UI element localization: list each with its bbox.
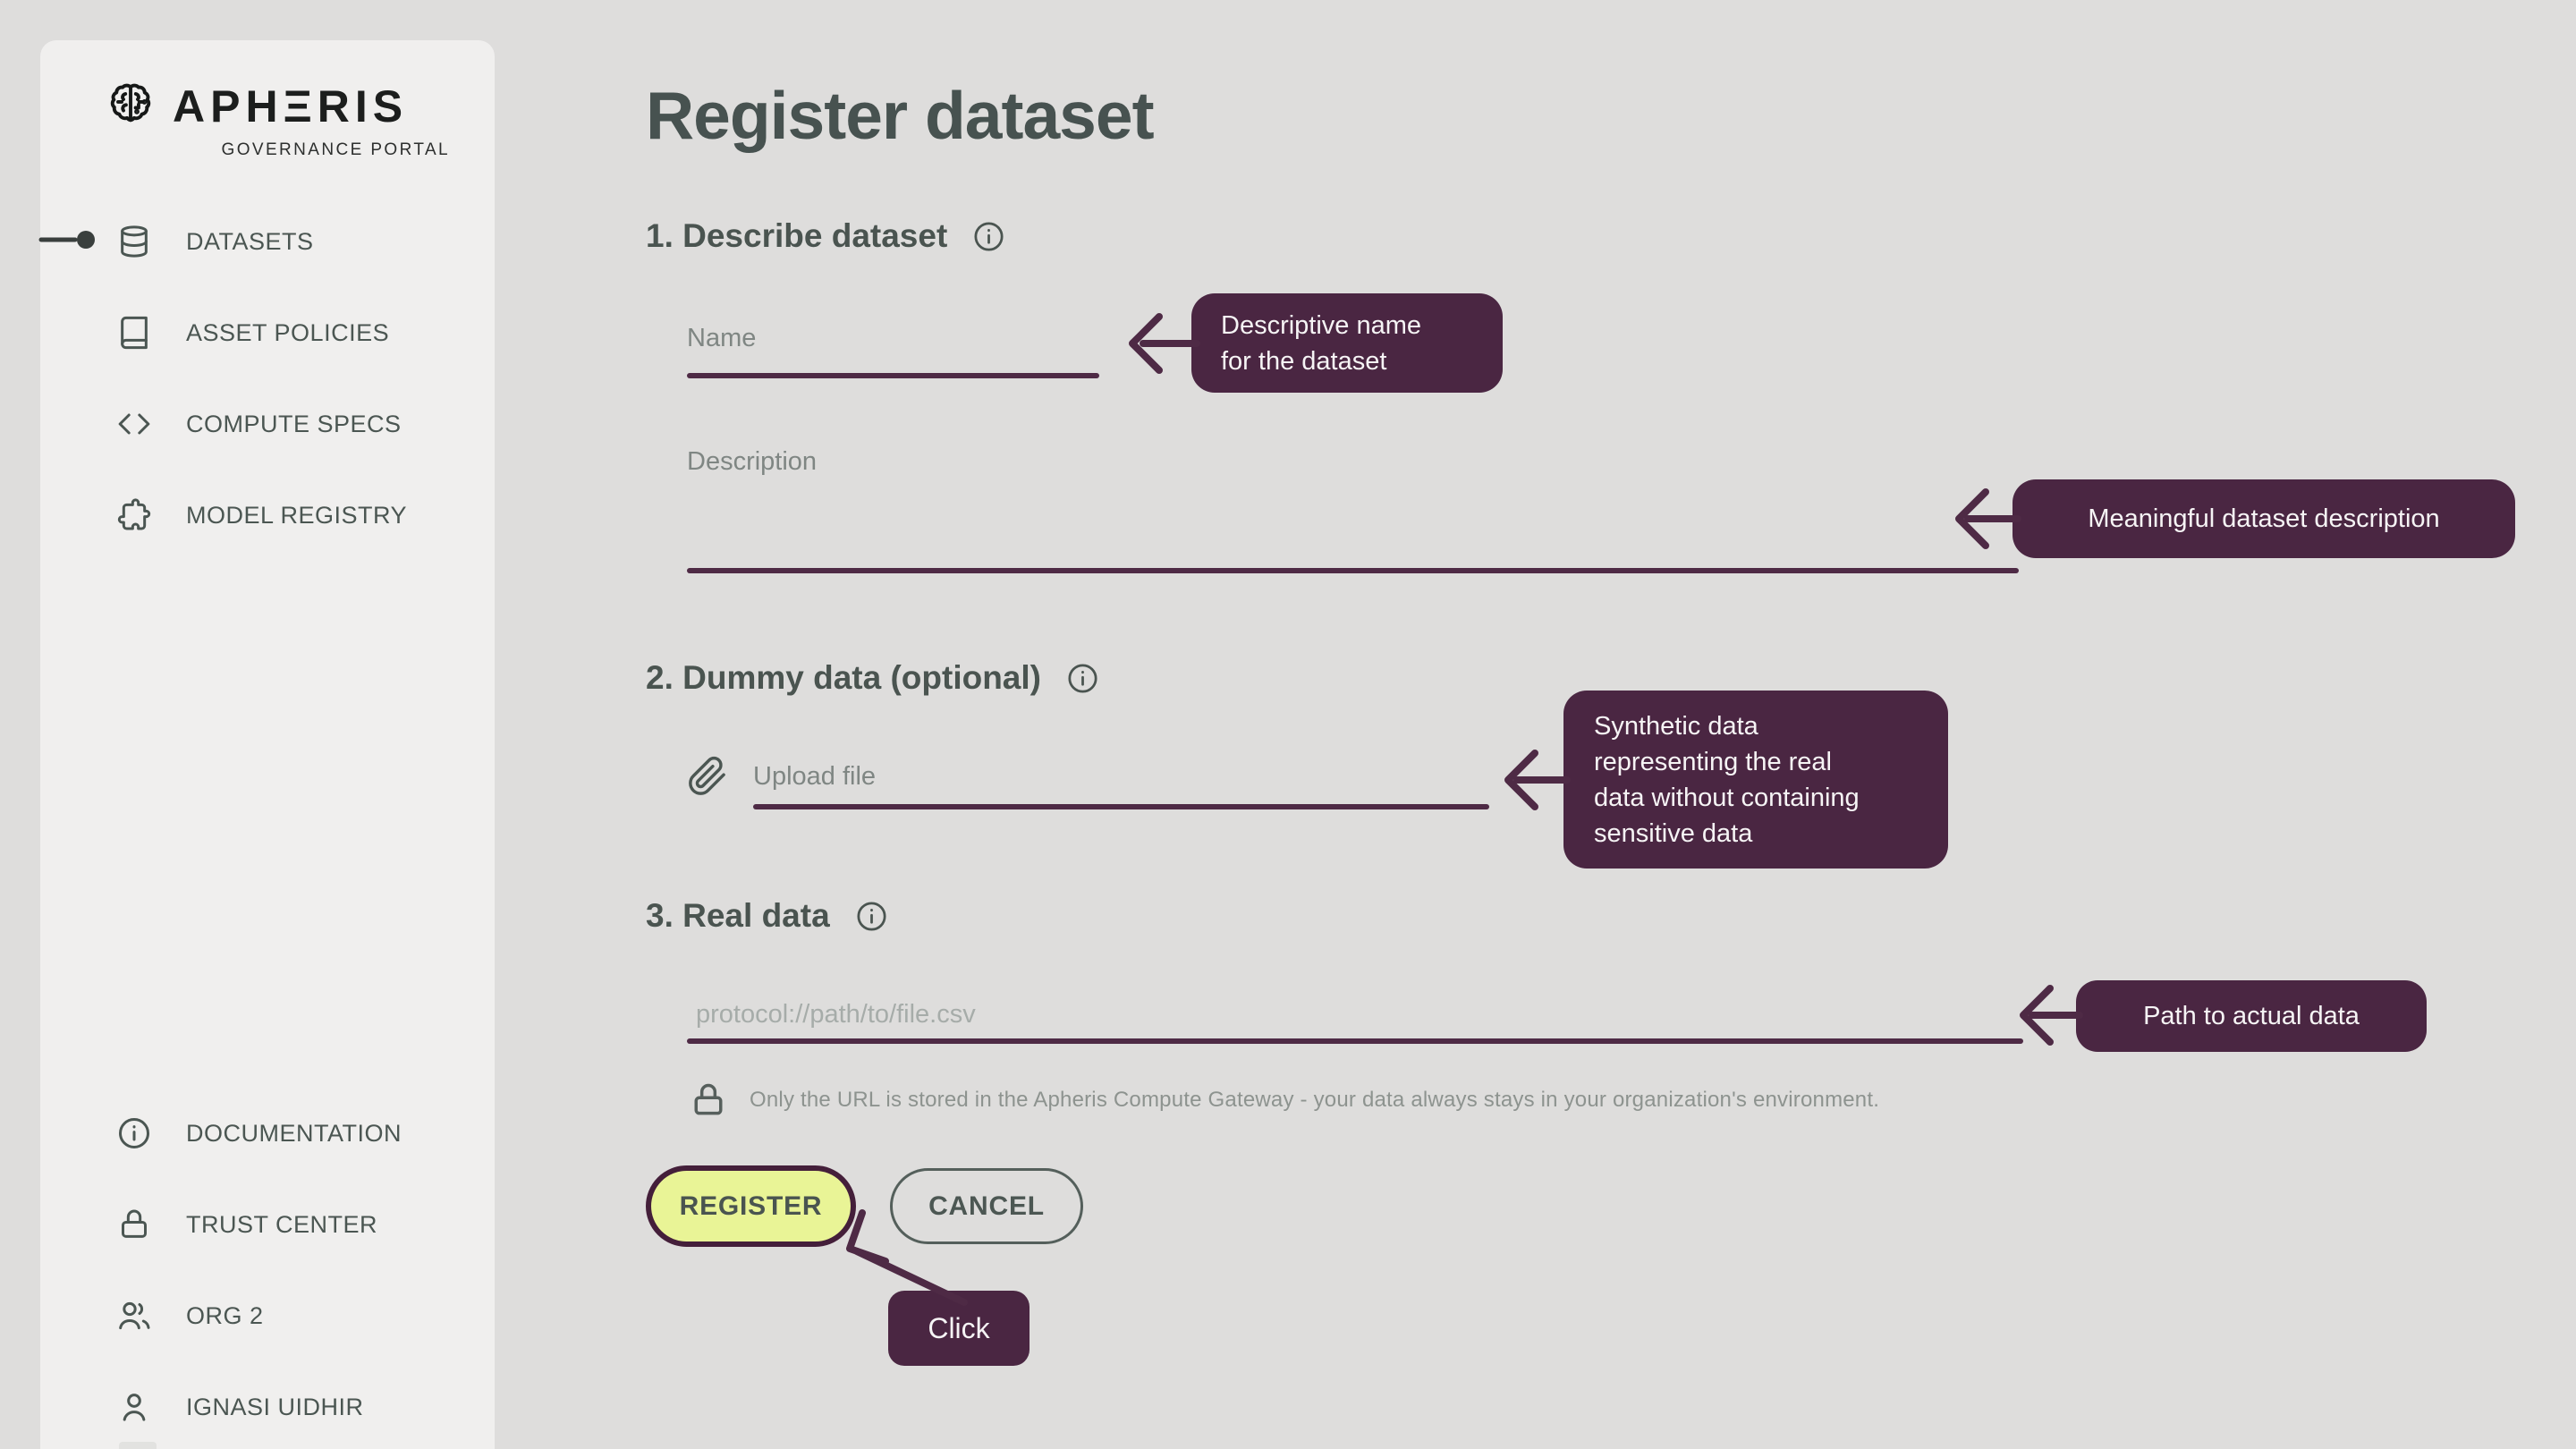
name-field-underline[interactable] (687, 373, 1099, 378)
real-data-url-input[interactable] (687, 989, 2011, 1039)
real-data-underline (687, 1038, 2023, 1044)
privacy-note-text: Only the URL is stored in the Apheris Co… (750, 1088, 1880, 1112)
arrow-to-real-data-field (2020, 985, 2083, 1046)
callout-click: Click (888, 1291, 1030, 1366)
name-field-label: Name (687, 324, 757, 352)
section-heading: 3. Real data (646, 897, 830, 934)
sidebar-item-label: ORG 2 (186, 1301, 264, 1329)
book-icon (121, 316, 148, 350)
arrow-to-upload-field (1504, 750, 1571, 810)
sidebar-item-partial (119, 1442, 157, 1449)
sidebar-item-compute-specs[interactable]: COMPUTE SPECS (116, 404, 402, 444)
database-icon (121, 225, 148, 258)
callout-real-data: Path to actual data (2076, 980, 2427, 1052)
lock-icon (122, 1209, 147, 1238)
callout-name: Descriptive name for the dataset (1191, 293, 1503, 393)
section-describe-dataset: 1. Describe dataset (646, 217, 1005, 255)
brand-logo[interactable]: APHΞRIS (103, 80, 408, 132)
sidebar-item-datasets[interactable]: DATASETS (116, 222, 314, 261)
section-real-data: 3. Real data (646, 897, 888, 935)
upload-file-label[interactable]: Upload file (753, 762, 877, 791)
privacy-note: Only the URL is stored in the Apheris Co… (689, 1080, 1879, 1120)
sidebar: APHΞRIS GOVERNANCE PORTAL DATASETS ASSET… (40, 40, 495, 1449)
callout-dummy-data: Synthetic data representing the real dat… (1563, 691, 1948, 869)
brain-logo-icon (110, 83, 151, 123)
code-icon (118, 413, 150, 435)
sidebar-item-label: MODEL REGISTRY (186, 501, 408, 529)
paperclip-icon[interactable] (687, 756, 728, 797)
upload-field-underline[interactable] (753, 804, 1489, 809)
cancel-button[interactable]: CANCEL (890, 1168, 1083, 1244)
user-icon (123, 1394, 146, 1421)
arrow-to-name-field (1129, 313, 1200, 374)
brand-tagline: GOVERNANCE PORTAL (221, 140, 450, 159)
sidebar-item-trust-center[interactable]: TRUST CENTER (116, 1205, 377, 1244)
page-title: Register dataset (646, 78, 1155, 153)
sidebar-item-label: DOCUMENTATION (186, 1119, 402, 1147)
sidebar-item-model-registry[interactable]: MODEL REGISTRY (116, 496, 407, 535)
register-button[interactable]: REGISTER (646, 1165, 856, 1247)
section-heading: 1. Describe dataset (646, 217, 948, 254)
sidebar-item-asset-policies[interactable]: ASSET POLICIES (116, 313, 389, 352)
callout-description: Meaningful dataset description (2012, 479, 2515, 558)
sidebar-item-label: DATASETS (186, 227, 314, 255)
description-field-underline[interactable] (687, 568, 2019, 573)
sidebar-item-label: ASSET POLICIES (186, 318, 390, 346)
users-icon (119, 1301, 150, 1330)
brand-wordmark: APHΞRIS (173, 81, 409, 131)
section-heading: 2. Dummy data (optional) (646, 659, 1041, 696)
info-icon[interactable] (972, 220, 1005, 253)
description-field-label: Description (687, 447, 818, 476)
lock-icon (694, 1083, 723, 1115)
info-circle-icon (118, 1117, 150, 1149)
section-dummy-data: 2. Dummy data (optional) (646, 659, 1099, 697)
info-icon[interactable] (1066, 662, 1099, 695)
sidebar-item-label: COMPUTE SPECS (186, 410, 402, 437)
sidebar-item-org[interactable]: ORG 2 (116, 1296, 264, 1335)
sidebar-item-documentation[interactable]: DOCUMENTATION (116, 1114, 402, 1153)
sidebar-item-label: IGNASI UIDHIR (186, 1393, 364, 1420)
sidebar-item-label: TRUST CENTER (186, 1210, 378, 1238)
sidebar-item-user[interactable]: IGNASI UIDHIR (116, 1387, 364, 1427)
arrow-to-description-field (1955, 488, 2021, 549)
puzzle-icon (117, 498, 151, 530)
info-icon[interactable] (855, 900, 888, 933)
